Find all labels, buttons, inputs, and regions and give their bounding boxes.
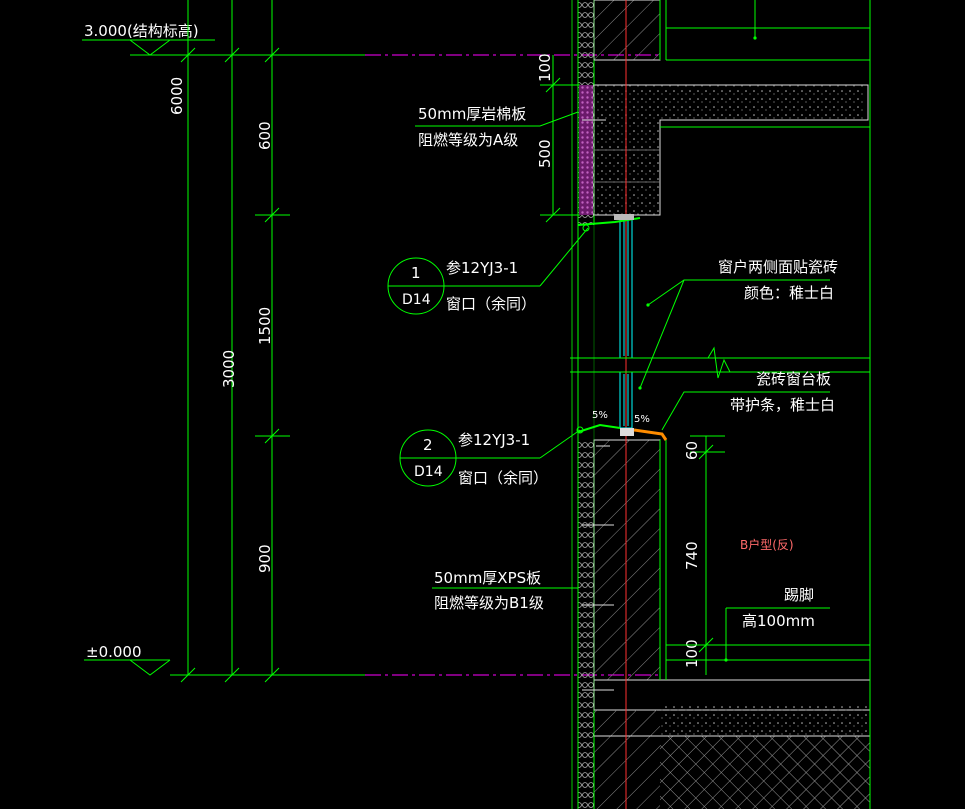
exterior-wall xyxy=(571,0,871,809)
tile-callout: 窗户两侧面贴瓷砖 颜色：稚士白 xyxy=(638,258,838,390)
dimension-line-sill: 60 740 100 xyxy=(683,435,725,675)
xps-callout: 50mm厚XPS板 阻燃等级为B1级 xyxy=(432,569,578,612)
rockwool-text-1: 50mm厚岩棉板 xyxy=(418,105,526,123)
detail-1-ref: 参12YJ3-1 xyxy=(446,259,518,277)
insulation-anchors xyxy=(582,119,614,691)
skirting-text-1: 踢脚 xyxy=(784,586,814,604)
dim-60: 60 xyxy=(683,441,701,460)
detail-1-num: 1 xyxy=(411,264,421,282)
rockwool-callout: 50mm厚岩棉板 阻燃等级为A级 xyxy=(415,105,579,149)
detail-1-sheet: D14 xyxy=(402,292,431,308)
slope-right: 5% xyxy=(634,414,650,425)
sill-text-1: 瓷砖窗台板 xyxy=(756,370,831,388)
dim-1500: 1500 xyxy=(256,307,274,345)
dim-600: 600 xyxy=(256,121,274,150)
dim-900: 900 xyxy=(256,544,274,573)
rockwool-band xyxy=(579,85,593,215)
ground-elevation-text: ±0.000 xyxy=(86,643,142,661)
dim-100-top: 100 xyxy=(536,53,554,82)
rockwool-text-2: 阻燃等级为A级 xyxy=(418,131,518,149)
skirting-callout: 踢脚 高100mm xyxy=(726,586,830,630)
skirting-lines xyxy=(666,608,870,662)
skirting-text-2: 高100mm xyxy=(742,612,815,630)
top-elevation-marker: 3.000(结构标高) xyxy=(82,22,260,56)
dim-740: 740 xyxy=(683,541,701,570)
detail-2-num: 2 xyxy=(423,436,433,454)
tile-text-1: 窗户两侧面贴瓷砖 xyxy=(718,258,838,276)
tile-sill xyxy=(633,428,668,441)
detail-2-sheet: D14 xyxy=(414,464,443,480)
sill-text-2: 带护条，稚士白 xyxy=(730,396,835,414)
top-elevation-text: 3.000(结构标高) xyxy=(84,22,199,40)
tile-text-2: 颜色：稚士白 xyxy=(744,284,834,302)
dimension-line-segments: 600 1500 900 xyxy=(255,0,290,683)
upper-room-outline xyxy=(666,0,871,809)
sill-callout: 瓷砖窗台板 带护条，稚士白 xyxy=(661,370,835,431)
detail-ref-2: 2 D14 参12YJ3-1 窗口（余同） xyxy=(399,426,584,487)
detail-1-note: 窗口（余同） xyxy=(446,295,536,313)
room-label: B户型(反) xyxy=(740,537,794,552)
ground-elevation-marker: ±0.000 xyxy=(84,643,171,676)
window-glazing: 5% 5% xyxy=(570,214,870,441)
detail-2-note: 窗口（余同） xyxy=(458,469,548,487)
xps-text-2: 阻燃等级为B1级 xyxy=(434,594,544,612)
dim-3000: 3000 xyxy=(220,350,238,388)
dim-500: 500 xyxy=(536,139,554,168)
dimension-line-6000: 6000 xyxy=(168,0,196,683)
detail-ref-1: 1 D14 参12YJ3-1 窗口（余同） xyxy=(387,224,590,315)
detail-2-ref: 参12YJ3-1 xyxy=(458,431,530,449)
dimension-line-3000: 3000 xyxy=(220,0,240,683)
dim-100-sill: 100 xyxy=(683,639,701,668)
dimension-line-rockwool: 100 500 xyxy=(536,53,580,223)
dim-6000: 6000 xyxy=(168,77,186,115)
xps-text-1: 50mm厚XPS板 xyxy=(434,569,541,587)
slope-left: 5% xyxy=(592,410,608,421)
